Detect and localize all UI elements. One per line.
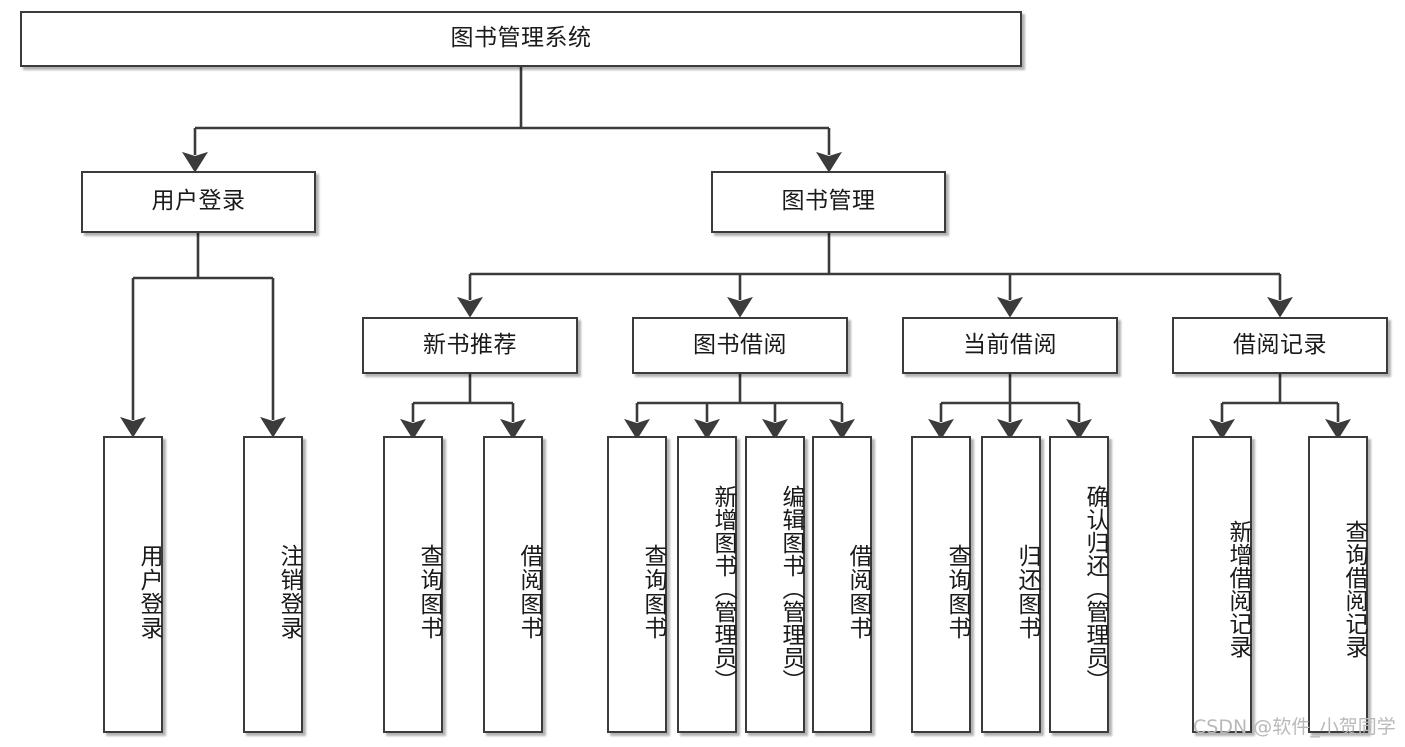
leaf-confirm-return-admin[interactable]: 确认归还（管理员）: [1049, 436, 1109, 733]
leaf-user-login[interactable]: 用户登录: [103, 436, 163, 733]
leaf-query-borrow-record[interactable]: 查询借阅记录: [1308, 436, 1368, 733]
leaf-edit-book-admin[interactable]: 编辑图书（管理员）: [745, 436, 805, 733]
node-root-book-management-system[interactable]: 图书管理系统: [20, 11, 1022, 67]
leaf-query-book-recommend[interactable]: 查询图书: [383, 436, 443, 733]
leaf-return-book[interactable]: 归还图书: [981, 436, 1041, 733]
node-new-book-recommend[interactable]: 新书推荐: [362, 317, 578, 374]
leaf-borrow-book-recommend[interactable]: 借阅图书: [483, 436, 543, 733]
node-current-borrow[interactable]: 当前借阅: [902, 317, 1118, 374]
csdn-watermark: CSDN @软件_小贺同学: [1193, 716, 1396, 738]
leaf-borrow-book[interactable]: 借阅图书: [812, 436, 872, 733]
leaf-add-borrow-record[interactable]: 新增借阅记录: [1192, 436, 1252, 733]
leaf-logout-login[interactable]: 注销登录: [243, 436, 303, 733]
leaf-add-book-admin[interactable]: 新增图书（管理员）: [677, 436, 737, 733]
node-book-management[interactable]: 图书管理: [711, 171, 946, 233]
leaf-query-book-borrow[interactable]: 查询图书: [607, 436, 667, 733]
node-book-borrow[interactable]: 图书借阅: [632, 317, 848, 374]
node-borrow-record[interactable]: 借阅记录: [1172, 317, 1388, 374]
node-user-login[interactable]: 用户登录: [81, 171, 316, 233]
leaf-query-book-current[interactable]: 查询图书: [911, 436, 971, 733]
